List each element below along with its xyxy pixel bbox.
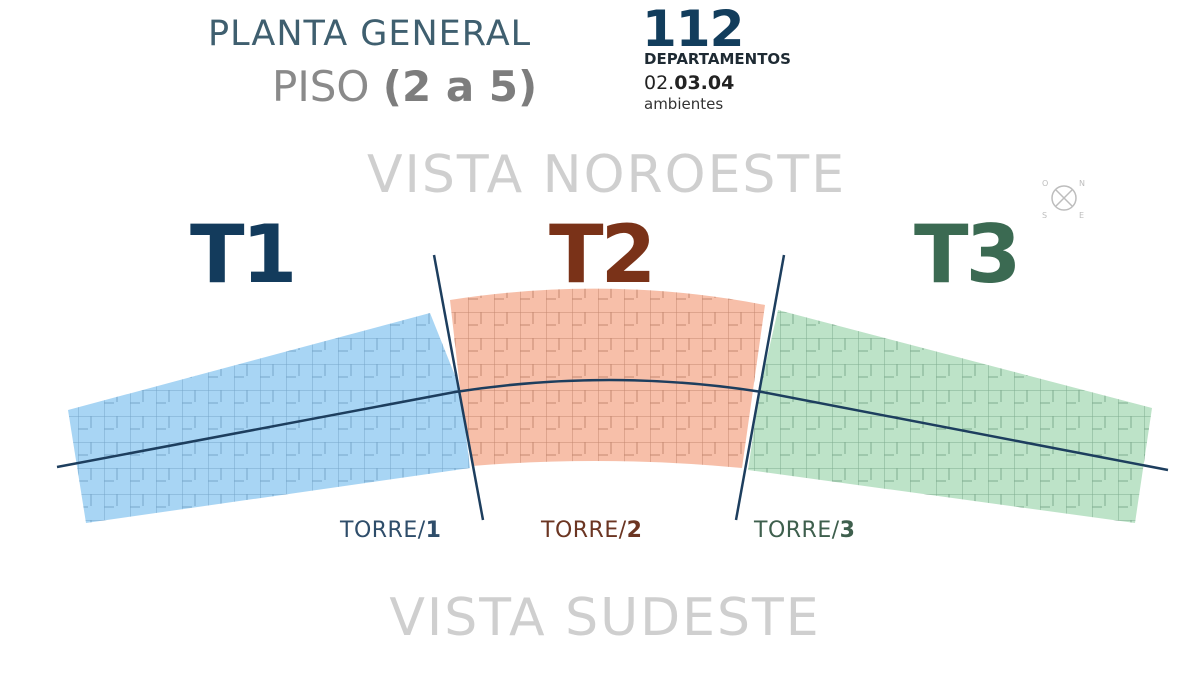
tower-2-wing bbox=[450, 288, 765, 468]
floor-range: (2 a 5) bbox=[382, 62, 538, 111]
tower-3-wing bbox=[748, 310, 1152, 523]
tower-1-wing bbox=[68, 313, 470, 523]
room-types-label: ambientes bbox=[644, 95, 724, 113]
tower-1-heading: T1 bbox=[190, 208, 297, 301]
tower-divider-1-2 bbox=[432, 254, 485, 521]
view-southeast-label: VISTA SUDESTE bbox=[389, 588, 821, 648]
tower-3-label-number: 3 bbox=[839, 518, 856, 543]
compass-e: E bbox=[1079, 211, 1084, 220]
tower-1-label: TORRE/1 bbox=[340, 518, 441, 543]
page-title: PLANTA GENERAL bbox=[208, 14, 532, 54]
tower-3-label-prefix: TORRE/ bbox=[754, 518, 840, 543]
tower-3-label: TORRE/3 bbox=[754, 518, 855, 543]
tower-2-label-prefix: TORRE/ bbox=[541, 518, 627, 543]
room-types: 02.03.04 bbox=[644, 72, 734, 94]
tower-2-label-number: 2 bbox=[626, 518, 643, 543]
floor-subtitle-prefix: PISO bbox=[272, 62, 370, 111]
floor-subtitle: PISO (2 a 5) bbox=[272, 62, 537, 111]
room-types-rest: 03.04 bbox=[674, 72, 735, 94]
corridor-axis bbox=[56, 378, 1169, 472]
tower-2-heading: T2 bbox=[549, 208, 656, 301]
tower-1-label-number: 1 bbox=[425, 518, 442, 543]
compass-n: N bbox=[1079, 179, 1085, 188]
tower-3-heading: T3 bbox=[914, 208, 1021, 301]
apartment-count: 112 bbox=[642, 0, 744, 58]
view-northwest-label: VISTA NOROESTE bbox=[366, 145, 847, 205]
tower-2-label: TORRE/2 bbox=[541, 518, 642, 543]
compass-s: S bbox=[1042, 211, 1047, 220]
tower-1-label-prefix: TORRE/ bbox=[340, 518, 426, 543]
room-types-prefix: 02. bbox=[644, 72, 675, 94]
compass-icon: O N S E bbox=[1042, 179, 1085, 220]
tower-divider-2-3 bbox=[734, 254, 786, 521]
compass-o: O bbox=[1042, 179, 1048, 188]
apartment-count-label: DEPARTAMENTOS bbox=[644, 50, 791, 68]
